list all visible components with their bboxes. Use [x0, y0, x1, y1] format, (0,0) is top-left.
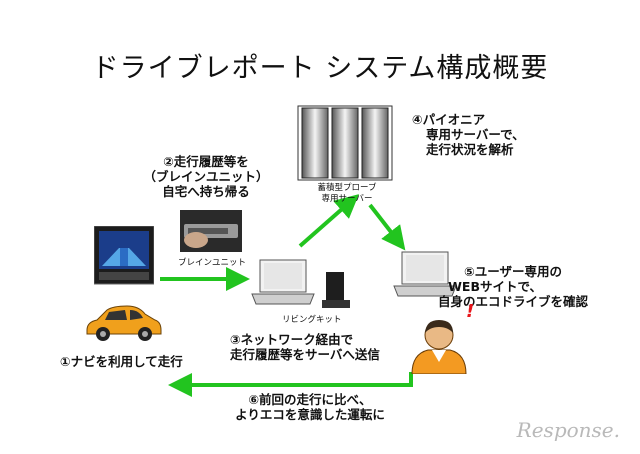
car-icon: [86, 305, 162, 341]
living-kit-label: リビングキット: [282, 315, 342, 325]
server-label-line2: 専用サーバー: [321, 194, 373, 204]
server-icon: [297, 105, 393, 181]
step2-line1: ②走行履歴等を: [163, 154, 249, 169]
exclamation-mark: !: [466, 301, 475, 322]
step5-line2: WEBサイトで、: [448, 279, 542, 294]
step3-line2: 走行履歴等をサーバへ送信: [230, 347, 380, 362]
step4-line3: 走行状況を解析: [426, 142, 514, 157]
step2-line3: 自宅へ持ち帰る: [162, 184, 250, 199]
step5-line1: ⑤ユーザー専用の: [464, 264, 562, 279]
arrow-pc-to-server: [298, 194, 360, 248]
user-person-icon: [411, 320, 467, 374]
server-label-line1: 蓄積型プローブ: [317, 183, 377, 193]
step3-line1: ③ネットワーク経由で: [230, 332, 354, 347]
response-watermark: Response.: [516, 418, 620, 442]
step4-line2: 専用サーバーで、: [426, 127, 525, 142]
step2-line2: （ブレインユニット）: [143, 169, 269, 184]
living-kit-icon: [322, 272, 350, 308]
step5-line3: 自身のエコドライブを確認: [437, 294, 588, 309]
car-navi-icon: [94, 226, 154, 285]
arrow-user-to-driver: [168, 372, 413, 397]
arrow-server-to-laptop: [368, 203, 406, 251]
brain-unit-icon: [180, 210, 242, 252]
step6-line2: よりエコを意識した運転に: [235, 407, 385, 422]
step1-label: ①ナビを利用して走行: [60, 354, 183, 369]
step6-line1: ⑥前回の走行に比べ、: [248, 392, 372, 407]
laptop-icon: [251, 259, 315, 305]
brain-unit-label: ブレインユニット: [177, 258, 246, 268]
user-laptop-icon: [393, 251, 457, 297]
step4-line1: ④パイオニア: [412, 112, 486, 127]
page-title: ドライブレポート システム構成概要: [91, 53, 549, 84]
